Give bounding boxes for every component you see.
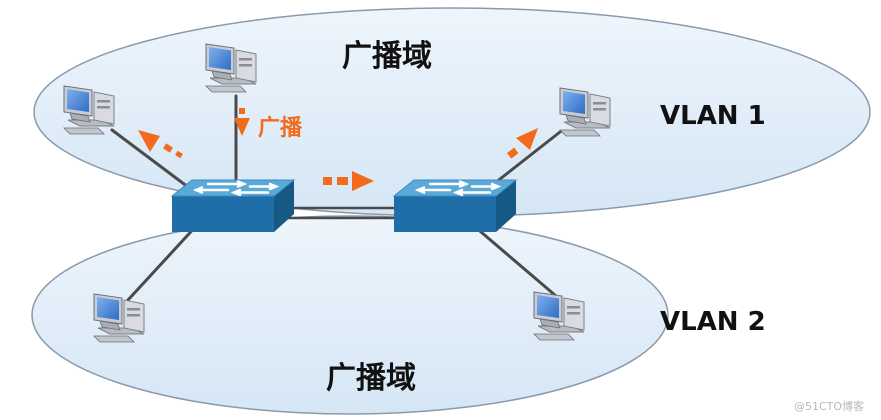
link-pc-bottom-right — [472, 224, 558, 298]
broadcast-arrow-left-icon — [138, 130, 183, 159]
vlan1-label: VLAN 1 — [660, 101, 766, 131]
trunk-link — [278, 206, 410, 220]
broadcast-label: 广播 — [258, 115, 303, 141]
domain-label-top: 广播域 — [342, 39, 432, 74]
broadcast-arrow-right-icon — [323, 171, 374, 191]
watermark: @51CTO博客 — [794, 399, 864, 413]
switch-left — [170, 178, 296, 234]
switch-right — [392, 178, 518, 234]
vlan2-label: VLAN 2 — [660, 307, 766, 337]
broadcast-arrow-down-icon — [234, 108, 250, 136]
broadcast-domain-vlan2 — [31, 215, 669, 415]
domain-label-bottom: 广播域 — [326, 361, 416, 396]
link-pc-bottom-left — [126, 222, 200, 302]
broadcast-arrow-up-right-icon — [507, 128, 538, 159]
